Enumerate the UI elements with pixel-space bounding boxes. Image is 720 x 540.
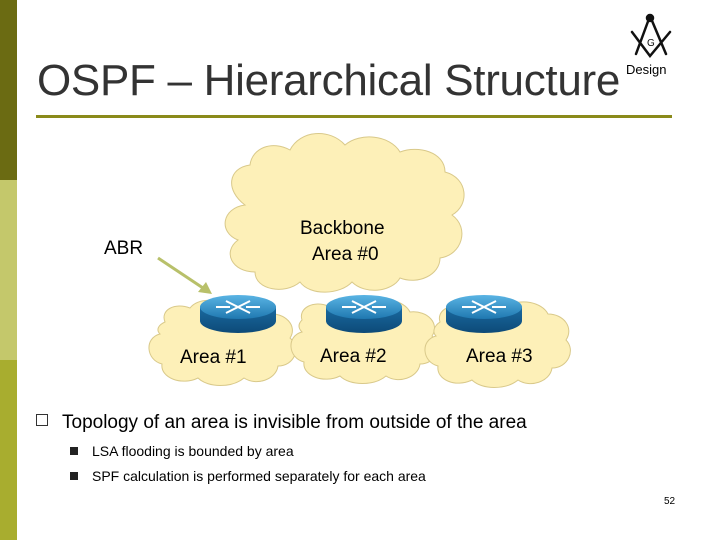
backbone-cloud [224,133,465,293]
area-1-label: Area #1 [180,347,247,368]
router-icon [200,295,276,333]
square-and-compass-icon: G [630,13,672,59]
sidebar-segment-bottom [0,360,17,540]
sub-bullet-icon [70,472,78,480]
sidebar-segment-top [0,0,17,180]
design-label: Design [626,62,667,77]
area-2-label: Area #2 [320,346,387,367]
title-divider [36,115,672,118]
sub-bullet-icon [70,447,78,455]
page-number: 52 [664,496,676,507]
abr-label: ABR [104,238,144,259]
backbone-label-line1: Backbone [300,218,385,239]
bullet-main-text: Topology of an area is invisible from ou… [62,412,527,433]
router-icon [326,295,402,333]
ospf-topology-diagram [148,133,571,388]
svg-text:G: G [647,38,655,49]
router-icon [446,295,522,333]
sub-bullet-text: LSA flooding is bounded by area [92,443,294,459]
area-3-label: Area #3 [466,346,533,367]
slide-title: OSPF – Hierarchical Structure [37,56,621,105]
sidebar-decoration [0,0,17,540]
bullet-square-icon [36,414,48,426]
backbone-label-line2: Area #0 [312,244,379,265]
abr-arrow [157,256,207,292]
sub-bullet-text: SPF calculation is performed separately … [92,468,426,484]
sidebar-segment-middle [0,180,17,360]
abr-arrowhead [198,282,212,294]
